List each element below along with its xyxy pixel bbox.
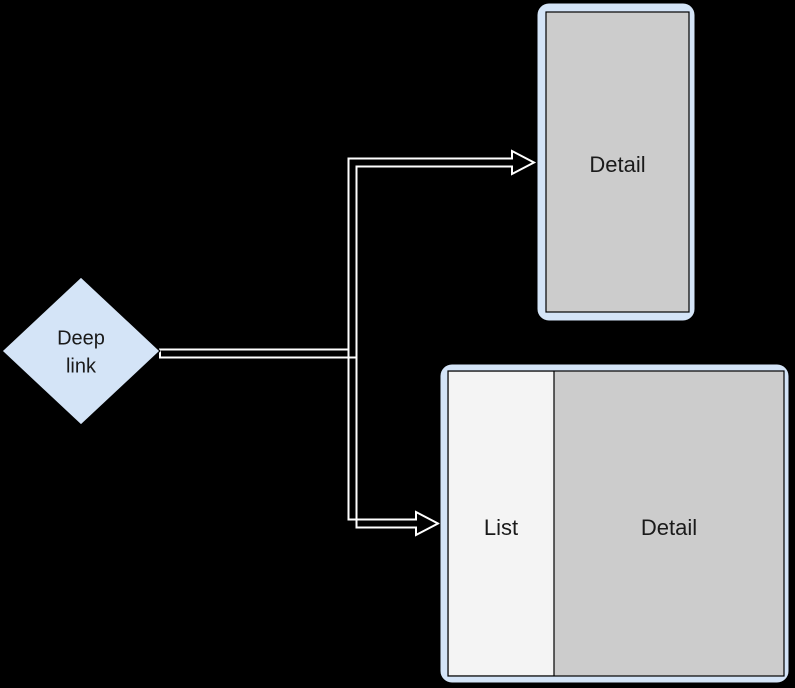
- edge-outline-top: [159, 149, 537, 359]
- edge-deep-link-to-detail[interactable]: [159, 149, 537, 359]
- list-panel[interactable]: [449, 372, 554, 675]
- node-detail-screen[interactable]: Detail: [536, 2, 696, 322]
- deep-link-label-line1: Deep: [57, 327, 105, 349]
- node-list-detail-screen[interactable]: List Detail: [439, 363, 790, 684]
- list-panel-label: List: [484, 515, 518, 540]
- detail-panel-label: Detail: [641, 515, 697, 540]
- diamond-shape: [1, 276, 161, 426]
- node-deep-link[interactable]: Deep link: [1, 276, 161, 426]
- detail-screen-panel: [545, 11, 690, 313]
- detail-screen-label: Detail: [589, 152, 645, 177]
- deep-link-label-line2: link: [66, 355, 97, 377]
- edge-deep-link-to-list-detail[interactable]: [347, 349, 441, 537]
- edge-outline-bottom: [347, 349, 441, 537]
